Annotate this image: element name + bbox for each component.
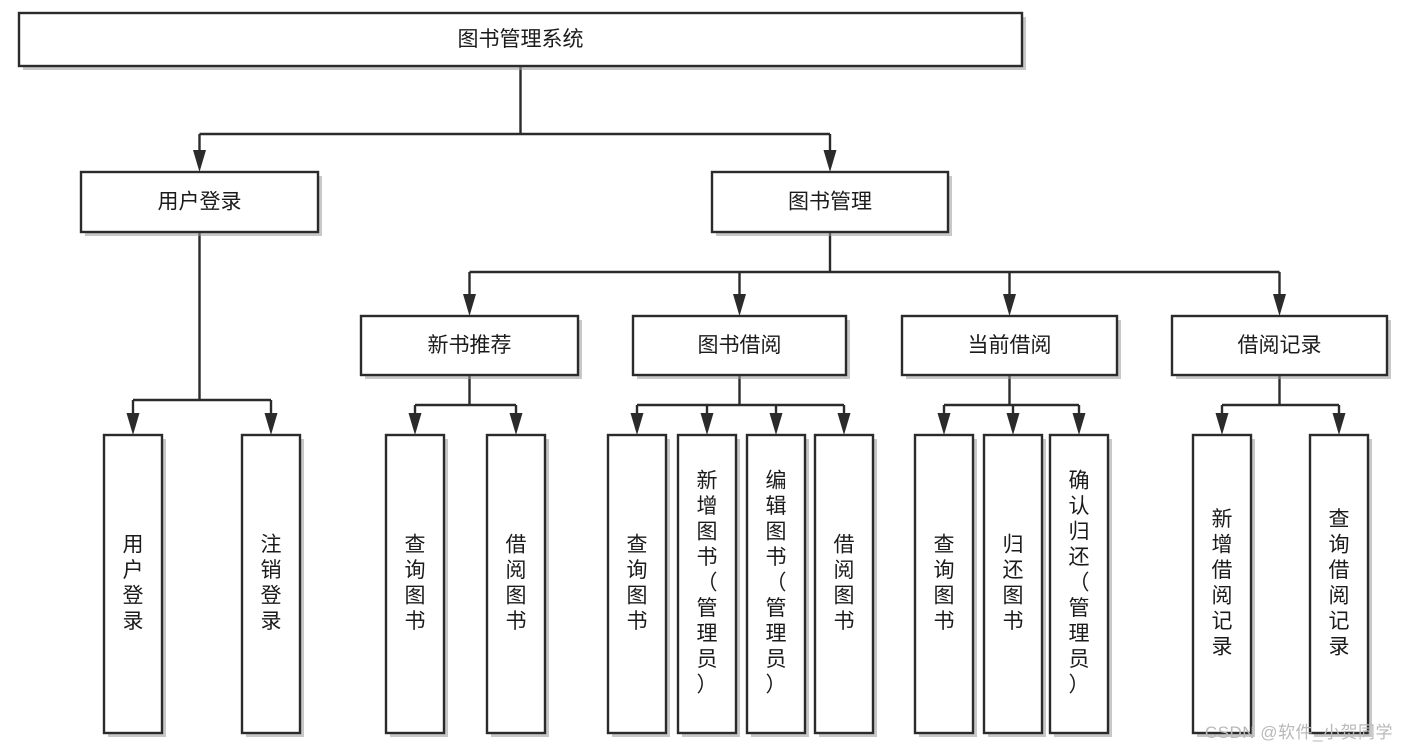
node-borrow-record[interactable]: 借阅记录 [1170,314,1391,379]
node-rect[interactable] [676,433,738,735]
watermark-text: CSDN @软件_小贺同学 [1204,723,1393,742]
node-logout-do[interactable]: 注销登录 [240,433,304,737]
node-root[interactable]: 图书管理系统 [17,11,1026,70]
node-borrow-query-book[interactable]: 查询图书 [606,433,670,737]
node-rec-query-book[interactable]: 查询图书 [384,433,448,737]
node-rec-query-record[interactable]: 查询借阅记录 [1308,433,1372,737]
node-label: 借阅记录 [1238,334,1322,357]
node-borrow-edit-book[interactable]: 编辑图书（管理员） [745,433,809,737]
node-label: 用户登录 [158,191,242,214]
node-label: 确认归还（管理员） [1069,470,1090,697]
node-label: 图书管理 [788,191,872,214]
node-borrow-add-book[interactable]: 新增图书（管理员） [676,433,740,737]
node-rect[interactable] [359,314,580,377]
connector-group-borrow-record [1215,375,1346,435]
node-rect[interactable] [606,433,668,735]
connector-group-current-borrow [937,375,1086,435]
connector-group-root [193,66,837,172]
node-label: 注销登录 [261,533,282,633]
node-rect[interactable] [1170,314,1389,377]
node-label: 当前借阅 [968,334,1052,357]
node-rect[interactable] [631,314,848,377]
node-rect[interactable] [17,11,1024,68]
node-rect[interactable] [1308,433,1370,735]
node-label: 编辑图书（管理员） [766,470,787,697]
node-cur-return-book[interactable]: 归还图书 [982,433,1046,737]
node-label: 借阅图书 [834,533,855,633]
node-new-book-rec[interactable]: 新书推荐 [359,314,582,379]
node-rect[interactable] [813,433,875,735]
node-cur-query-book[interactable]: 查询图书 [913,433,977,737]
node-label: 查询图书 [627,533,648,633]
node-label: 查询图书 [405,533,426,633]
node-label: 用户登录 [123,533,144,633]
connector-group-book-manage [463,232,1286,316]
node-layer: 图书管理系统用户登录图书管理用户登录注销登录新书推荐图书借阅当前借阅借阅记录查询… [17,11,1391,737]
node-cur-confirm-return[interactable]: 确认归还（管理员） [1048,433,1112,737]
node-rect[interactable] [240,433,302,735]
node-book-borrow[interactable]: 图书借阅 [631,314,850,379]
node-login-do[interactable]: 用户登录 [102,433,166,737]
node-rec-add-record[interactable]: 新增借阅记录 [1191,433,1255,737]
node-rect[interactable] [913,433,975,735]
node-label: 借阅图书 [506,533,527,633]
node-current-borrow[interactable]: 当前借阅 [900,314,1121,379]
node-rect[interactable] [1048,433,1110,735]
node-book-manage[interactable]: 图书管理 [710,170,952,236]
node-user-login[interactable]: 用户登录 [79,170,322,236]
node-borrow-lend-book[interactable]: 借阅图书 [813,433,877,737]
node-rect[interactable] [900,314,1119,377]
node-rect[interactable] [384,433,446,735]
node-label: 图书管理系统 [458,28,584,51]
node-rect[interactable] [1191,433,1253,735]
node-label: 新增借阅记录 [1212,508,1233,659]
node-label: 新书推荐 [428,334,512,357]
node-label: 新增图书（管理员） [697,470,718,697]
connector-group-book-borrow [630,375,851,435]
node-label: 图书借阅 [698,334,782,357]
connector-layer [126,66,1346,435]
node-rect[interactable] [102,433,164,735]
connector-group-user-login [126,232,278,435]
node-rect[interactable] [485,433,547,735]
node-rect[interactable] [982,433,1044,735]
node-rec-borrow-book[interactable]: 借阅图书 [485,433,549,737]
node-rect[interactable] [79,170,320,234]
node-label: 查询借阅记录 [1329,508,1350,659]
node-label: 查询图书 [934,533,955,633]
node-rect[interactable] [745,433,807,735]
node-label: 归还图书 [1003,533,1024,633]
connector-group-new-book-rec [408,375,523,435]
node-rect[interactable] [710,170,950,234]
